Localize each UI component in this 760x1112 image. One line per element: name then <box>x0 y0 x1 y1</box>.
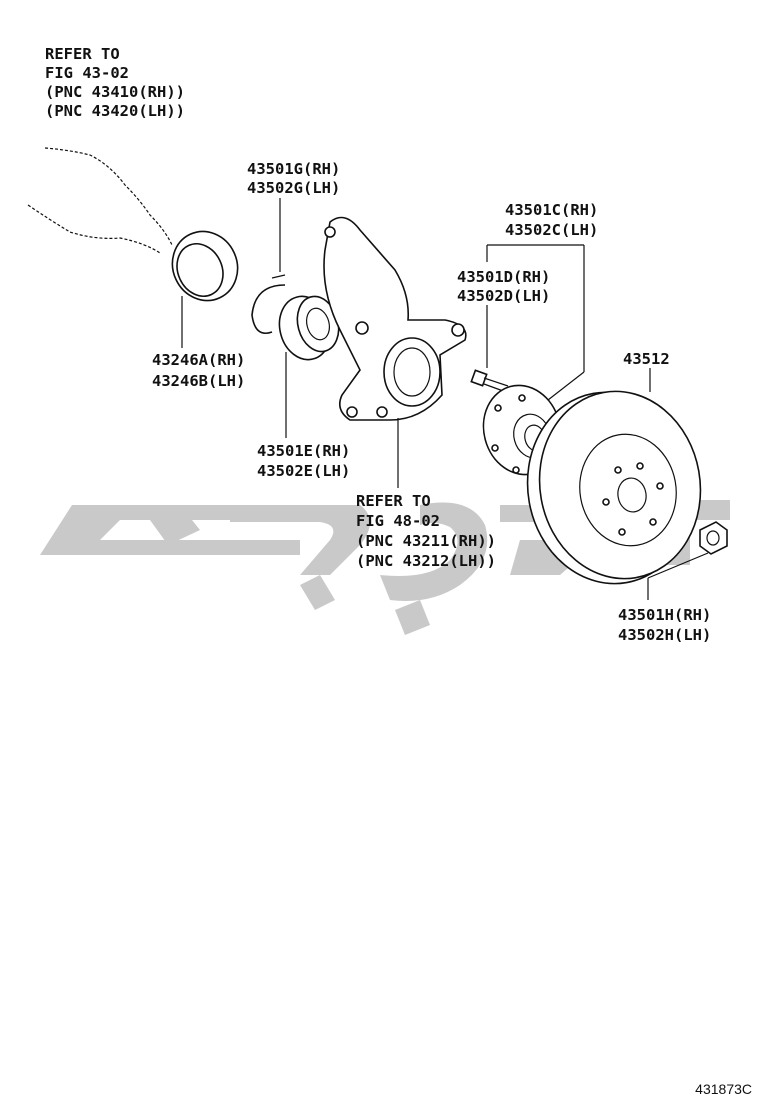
svg-text:(PNC 43420(LH)): (PNC 43420(LH)) <box>45 102 185 120</box>
snap-ring <box>251 198 286 334</box>
callout-hub-nut: 43501H(RH) 43502H(LH) <box>618 606 711 644</box>
callout-disc: 43512 <box>623 350 670 368</box>
svg-text:43246A(RH): 43246A(RH) <box>152 351 245 369</box>
hub-bearing <box>278 295 340 438</box>
svg-text:43512: 43512 <box>623 350 670 368</box>
svg-text:43502G(LH): 43502G(LH) <box>247 179 340 197</box>
svg-text:43502C(LH): 43502C(LH) <box>505 221 598 239</box>
callout-hub-bolt: 43501D(RH) 43502D(LH) <box>457 268 550 305</box>
callout-snap-ring: 43501G(RH) 43502G(LH) <box>247 160 340 197</box>
svg-text:43502E(LH): 43502E(LH) <box>257 462 350 480</box>
callout-hub: 43501C(RH) 43502C(LH) <box>505 201 598 239</box>
svg-text:43246B(LH): 43246B(LH) <box>152 372 245 390</box>
callout-dust-deflector: 43246A(RH) 43246B(LH) <box>152 351 245 390</box>
svg-text:43502D(LH): 43502D(LH) <box>457 287 550 305</box>
brake-disc <box>526 368 702 585</box>
svg-text:(PNC 43211(RH)): (PNC 43211(RH)) <box>356 532 496 550</box>
svg-text:43501E(RH): 43501E(RH) <box>257 442 350 460</box>
hub-nut <box>647 521 728 600</box>
figure-id: 431873C <box>695 1081 752 1097</box>
dust-deflector <box>171 230 239 348</box>
svg-text:REFER TO: REFER TO <box>356 492 431 510</box>
steering-knuckle <box>323 216 467 488</box>
callout-bearing: 43501E(RH) 43502E(LH) <box>257 442 350 480</box>
svg-text:(PNC 43212(LH)): (PNC 43212(LH)) <box>356 552 496 570</box>
svg-text:43501D(RH): 43501D(RH) <box>457 268 550 286</box>
drive-shaft-outline <box>27 147 173 254</box>
hub-bolt <box>470 305 509 393</box>
svg-text:43501H(RH): 43501H(RH) <box>618 606 711 624</box>
callout-refer-driveshaft: REFER TO FIG 43-02 (PNC 43410(RH)) (PNC … <box>45 45 185 120</box>
callout-refer-knuckle: REFER TO FIG 48-02 (PNC 43211(RH)) (PNC … <box>356 492 496 570</box>
svg-text:43501C(RH): 43501C(RH) <box>505 201 598 219</box>
svg-text:FIG 48-02: FIG 48-02 <box>356 512 440 530</box>
svg-text:FIG 43-02: FIG 43-02 <box>45 64 129 82</box>
svg-text:REFER TO: REFER TO <box>45 45 120 63</box>
svg-text:43501G(RH): 43501G(RH) <box>247 160 340 178</box>
svg-text:(PNC 43410(RH)): (PNC 43410(RH)) <box>45 83 185 101</box>
svg-text:43502H(LH): 43502H(LH) <box>618 626 711 644</box>
